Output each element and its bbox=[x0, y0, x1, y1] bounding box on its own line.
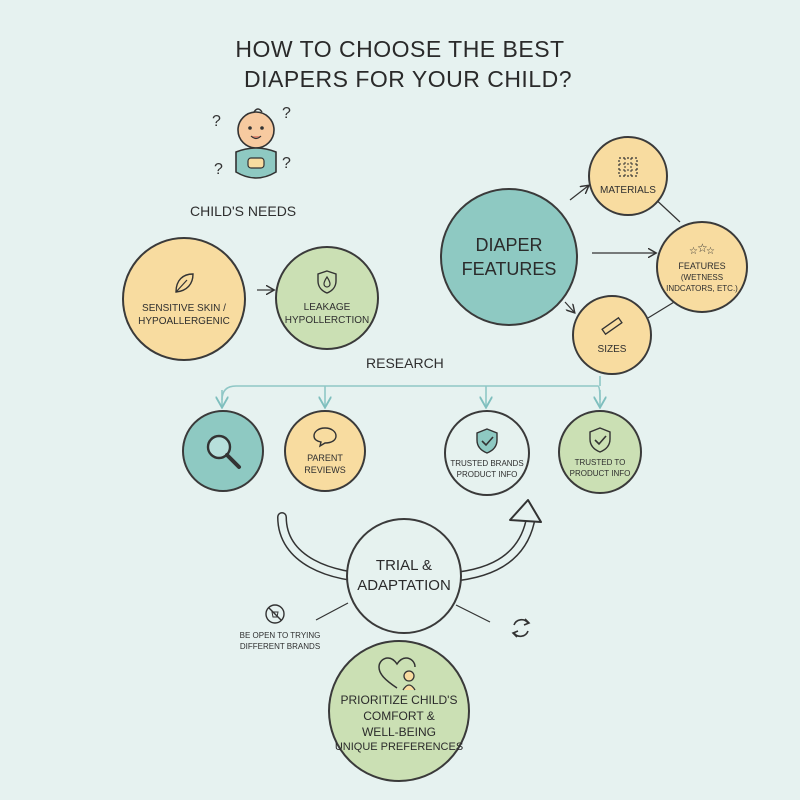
prioritize-line-3: WELL-BEING bbox=[361, 725, 436, 739]
materials-label: MATERIALS bbox=[600, 184, 656, 196]
trial-left-line bbox=[315, 602, 349, 621]
materials-node: MATERIALS bbox=[588, 136, 668, 216]
title-line-1: HOW TO CHOOSE THE BEST bbox=[235, 36, 565, 62]
sizes-node: SIZES bbox=[572, 295, 652, 375]
ruler-icon bbox=[601, 316, 623, 335]
svg-text:☆: ☆ bbox=[697, 241, 708, 255]
trusted1-line-2: PRODUCT INFO bbox=[456, 469, 518, 479]
features-node: ☆ ☆ ☆ FEATURES (WETNESS INDCATORS, ETC.) bbox=[656, 221, 748, 313]
leakage-node: LEAKAGE HYPOLLERCTION bbox=[275, 246, 379, 350]
prioritize-line-4: UNIQUE PREFERENCES bbox=[334, 741, 464, 753]
prioritize-line-2: COMFORT & bbox=[363, 709, 435, 723]
sizes-arrow bbox=[564, 301, 574, 312]
sizes-label: SIZES bbox=[597, 343, 627, 355]
features-line-3: INDCATORS, ETC.) bbox=[666, 283, 738, 293]
trial-node: TRIAL & ADAPTATION bbox=[346, 518, 462, 634]
trusted-brands-node: TRUSTED BRANDS PRODUCT INFO bbox=[444, 410, 530, 496]
shield-check-icon bbox=[589, 426, 611, 453]
research-heading: RESEARCH bbox=[366, 355, 444, 371]
open-line-2: DIFFERENT BRANDS bbox=[239, 642, 321, 651]
cycle-arrow-head bbox=[509, 499, 542, 523]
magnifier-icon bbox=[206, 434, 241, 469]
trial-line-1: TRIAL & bbox=[375, 557, 433, 574]
trusted2-line-1: TRUSTED TO bbox=[574, 457, 626, 467]
diaper-features-node: DIAPER FEATURES bbox=[440, 188, 578, 326]
diaper-features-line-1: DIAPER bbox=[475, 235, 543, 255]
search-node bbox=[182, 410, 264, 492]
trial-line-2: ADAPTATION bbox=[357, 577, 451, 594]
no-diaper-icon bbox=[264, 603, 286, 625]
parent-line-2: REVIEWS bbox=[304, 465, 346, 475]
leakage-line-2: HYPOLLERCTION bbox=[284, 315, 370, 326]
refresh-icon bbox=[506, 613, 536, 643]
trial-right-line bbox=[455, 604, 491, 623]
shield-drop-icon bbox=[317, 270, 337, 294]
features-line-1: FEATURES bbox=[678, 260, 726, 271]
childs-needs-heading: CHILD'S NEEDS bbox=[190, 203, 297, 219]
research-bracket bbox=[221, 385, 601, 401]
sensitive-line-2: HYPOALLERGENIC bbox=[138, 316, 230, 327]
trusted-product-node: TRUSTED TO PRODUCT INFO bbox=[558, 410, 642, 494]
prioritize-node: PRIORITIZE CHILD'S COMFORT & WELL-BEING … bbox=[328, 640, 470, 782]
shield-check-icon bbox=[476, 427, 498, 454]
diaper-features-line-2: FEATURES bbox=[461, 259, 557, 279]
svg-text:☆: ☆ bbox=[706, 246, 715, 257]
leakage-line-1: LEAKAGE bbox=[303, 302, 351, 313]
svg-text:?: ? bbox=[282, 105, 291, 122]
baby-icon: ? ? ? ? bbox=[210, 98, 300, 188]
trusted1-line-1: TRUSTED BRANDS bbox=[450, 458, 524, 468]
sensitive-line-1: SENSITIVE SKIN / bbox=[142, 303, 226, 314]
parent-reviews-node: PARENT REVIEWS bbox=[284, 410, 366, 492]
trusted2-line-2: PRODUCT INFO bbox=[569, 468, 631, 478]
open-to-trying-text: BE OPEN TO TRYING DIFFERENT BRANDS bbox=[232, 630, 328, 652]
leaf-icon bbox=[175, 273, 194, 293]
speech-bubble-icon bbox=[313, 427, 337, 448]
heart-baby-icon bbox=[378, 657, 416, 691]
svg-text:?: ? bbox=[214, 161, 223, 178]
features-line-2: (WETNESS bbox=[680, 272, 724, 282]
stars-icon: ☆ ☆ ☆ bbox=[689, 241, 715, 257]
svg-text:?: ? bbox=[212, 113, 221, 130]
sensitive-skin-node: SENSITIVE SKIN / HYPOALLERGENIC bbox=[122, 237, 246, 361]
materials-arrow bbox=[569, 186, 588, 201]
title-line-2: DIAPERS FOR YOUR CHILD? bbox=[243, 66, 573, 92]
prioritize-line-1: PRIORITIZE CHILD'S bbox=[340, 693, 458, 707]
svg-text:?: ? bbox=[282, 155, 291, 172]
parent-line-1: PARENT bbox=[307, 453, 343, 463]
fabric-grid-icon bbox=[618, 156, 638, 177]
svg-text:☆: ☆ bbox=[689, 246, 698, 257]
open-line-1: BE OPEN TO TRYING bbox=[239, 631, 321, 640]
